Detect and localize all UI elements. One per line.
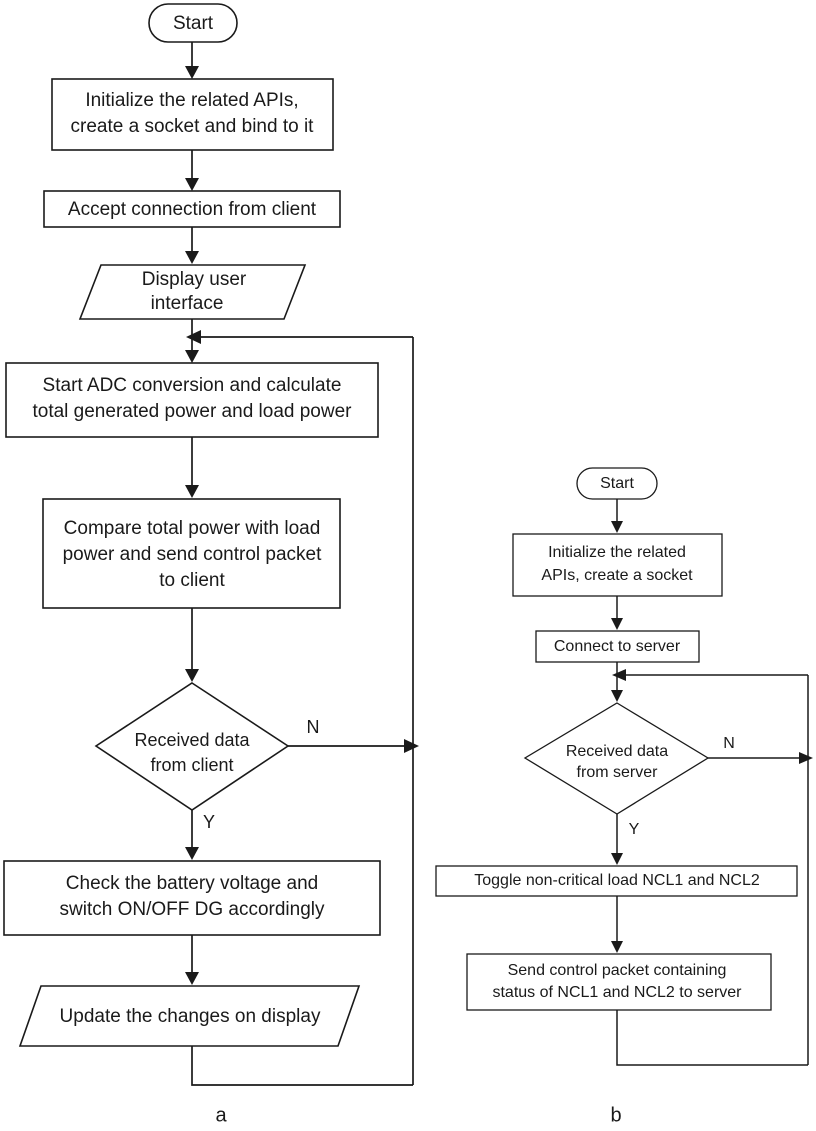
node-a-init: Initialize the related APIs, create a so… <box>51 78 334 151</box>
node-b-send-label-line2: status of NCL1 and NCL2 to server <box>492 984 742 1001</box>
node-a-decision: Received data from client <box>94 682 290 811</box>
node-a-update: Update the changes on display <box>18 985 361 1047</box>
connector-b-init-to-connect <box>611 596 623 630</box>
node-a-adc-label-line2: total generated power and load power <box>32 401 352 422</box>
node-a-start: Start <box>148 3 238 43</box>
node-a-adc: Start ADC conversion and calculate total… <box>5 362 379 438</box>
connector-a-compare-to-decision <box>185 608 199 682</box>
node-a-battery-label-line1: Check the battery voltage and <box>66 873 318 894</box>
node-a-init-label-line1: Initialize the related APIs, <box>85 90 298 111</box>
node-a-display-label-line2: interface <box>151 293 224 314</box>
node-b-decision: Received data from server <box>523 702 710 815</box>
connector-a-loop-back <box>191 1046 413 1086</box>
node-b-connect-label: Connect to server <box>554 638 681 655</box>
terminator-shape <box>148 3 238 43</box>
connector-b-decision-no: N <box>708 735 813 764</box>
connector-a-decision-no: N <box>288 717 419 753</box>
node-a-display-label-line1: Display user <box>142 269 247 290</box>
node-a-battery-label-line2: switch ON/OFF DG accordingly <box>60 899 325 920</box>
node-b-init: Initialize the related APIs, create a so… <box>512 533 723 597</box>
caption-b: b <box>610 1104 621 1126</box>
process-shape <box>3 860 381 936</box>
node-b-init-label-line1: Initialize the related <box>548 544 686 561</box>
branch-label-a-yes: Y <box>203 812 215 832</box>
branch-label-b-no: N <box>723 735 735 752</box>
node-b-decision-label-line1: Received data <box>566 743 668 760</box>
node-a-display: Display user interface <box>78 264 307 320</box>
node-a-accept-label: Accept connection from client <box>68 199 317 220</box>
node-b-send-label-line1: Send control packet containing <box>508 962 727 979</box>
node-a-update-label: Update the changes on display <box>60 1006 321 1027</box>
process-shape <box>512 533 723 597</box>
node-a-battery: Check the battery voltage and switch ON/… <box>3 860 381 936</box>
branch-label-a-no: N <box>307 717 320 737</box>
node-a-compare: Compare total power with load power and … <box>42 498 341 609</box>
node-a-accept: Accept connection from client <box>43 190 341 228</box>
connector-a-start-to-init <box>185 42 199 79</box>
node-a-init-label-line2: create a socket and bind to it <box>71 116 315 137</box>
node-a-adc-label-line1: Start ADC conversion and calculate <box>43 375 342 396</box>
connector-a-battery-to-update <box>185 935 199 985</box>
node-a-decision-label-line2: from client <box>150 755 233 775</box>
node-b-toggle: Toggle non-critical load NCL1 and NCL2 <box>435 865 798 897</box>
node-b-init-label-line2: APIs, create a socket <box>541 567 693 584</box>
branch-label-b-yes: Y <box>629 821 640 838</box>
process-shape <box>42 498 341 609</box>
connector-a-accept-to-display <box>185 227 199 264</box>
connector-b-decision-yes: Y <box>611 814 640 865</box>
node-a-compare-label-line1: Compare total power with load <box>64 518 321 539</box>
node-b-start-label: Start <box>600 475 634 492</box>
node-b-start: Start <box>576 467 658 500</box>
parallelogram-shape <box>18 985 361 1047</box>
process-shape <box>466 953 772 1011</box>
connector-b-start-to-init <box>611 499 623 533</box>
connector-a-feedback-rail <box>186 330 414 1085</box>
node-b-connect: Connect to server <box>535 630 700 663</box>
parallelogram-shape <box>78 264 307 320</box>
process-shape <box>435 865 798 897</box>
node-a-compare-label-line2: power and send control packet <box>63 544 322 565</box>
process-shape <box>535 630 700 663</box>
node-a-decision-label-line1: Received data <box>134 730 250 750</box>
caption-a: a <box>215 1104 227 1126</box>
process-shape <box>5 362 379 438</box>
node-b-send: Send control packet containing status of… <box>466 953 772 1011</box>
connector-a-init-to-accept <box>185 150 199 191</box>
node-a-start-label: Start <box>173 13 214 34</box>
connector-a-adc-to-compare <box>185 437 199 498</box>
connector-b-feedback-rail <box>612 669 809 1065</box>
connector-b-connect-to-decision <box>611 662 623 702</box>
node-a-compare-label-line3: to client <box>159 570 225 591</box>
connector-b-loop-back <box>616 1010 808 1066</box>
node-b-decision-label-line2: from server <box>577 764 659 781</box>
process-shape <box>51 78 334 151</box>
connector-a-decision-yes: Y <box>185 810 215 860</box>
node-b-toggle-label: Toggle non-critical load NCL1 and NCL2 <box>474 872 760 889</box>
connector-b-toggle-to-send <box>611 896 623 953</box>
